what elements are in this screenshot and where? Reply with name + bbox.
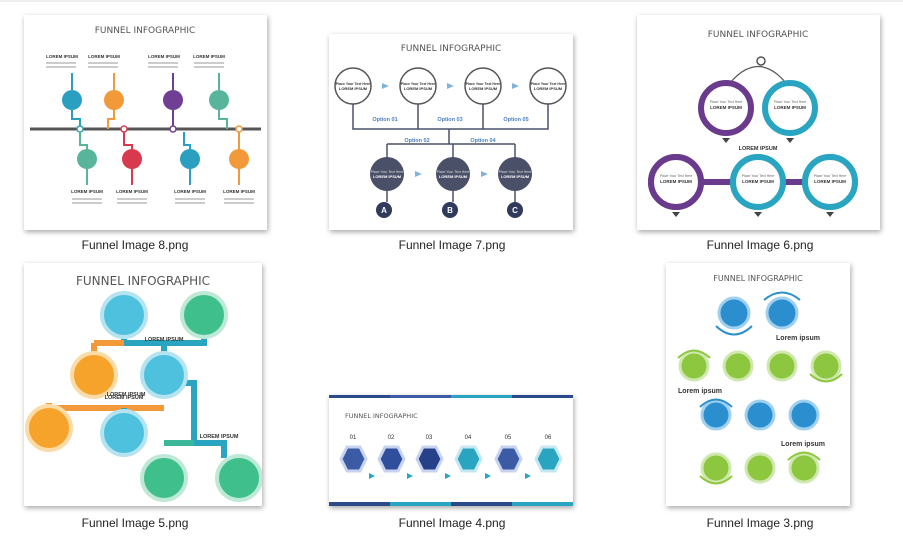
svg-text:Lorem ipsum: Lorem ipsum bbox=[781, 441, 825, 448]
svg-text:LOREM IPSUM: LOREM IPSUM bbox=[116, 189, 148, 194]
svg-text:C: C bbox=[512, 206, 518, 215]
file-item-funnel-image-7[interactable]: FUNNEL INFOGRAPHIC Place Your Text Here … bbox=[327, 0, 577, 260]
funnel-7-title: FUNNEL INFOGRAPHIC bbox=[401, 44, 502, 54]
svg-text:Place Your Text Here: Place Your Text Here bbox=[774, 100, 807, 104]
file-item-funnel-image-6[interactable]: FUNNEL INFOGRAPHIC LOREM IPSUM Place You… bbox=[635, 0, 885, 260]
svg-text:Place Your Text Here: Place Your Text Here bbox=[401, 82, 435, 86]
svg-text:Place Your Text Here: Place Your Text Here bbox=[710, 100, 743, 104]
svg-text:Option 04: Option 04 bbox=[470, 138, 496, 144]
svg-text:04: 04 bbox=[465, 435, 472, 441]
svg-text:LOREM IPSUM: LOREM IPSUM bbox=[742, 179, 774, 184]
file-name-label[interactable]: Funnel Image 5.png bbox=[81, 516, 189, 530]
svg-text:LOREM IPSUM: LOREM IPSUM bbox=[404, 86, 433, 91]
svg-text:LOREM IPSUM: LOREM IPSUM bbox=[660, 179, 692, 184]
svg-text:LOREM IPSUM: LOREM IPSUM bbox=[739, 146, 778, 152]
funnel-5-graphic: FUNNEL INFOGRAPHIC LOREM IPSUM LOREM IPS… bbox=[25, 274, 262, 502]
thumbnail-funnel-image-7[interactable]: FUNNEL INFOGRAPHIC Place Your Text Here … bbox=[329, 34, 573, 230]
handshake-icon bbox=[104, 90, 124, 110]
step-numbers: 01 02 03 04 05 06 bbox=[350, 435, 552, 441]
funnel-3-title: FUNNEL INFOGRAPHIC bbox=[713, 274, 803, 283]
funnel-7-graphic: FUNNEL INFOGRAPHIC Place Your Text Here … bbox=[334, 44, 567, 218]
svg-text:Place Your Text Here: Place Your Text Here bbox=[437, 170, 470, 174]
person-icon bbox=[229, 149, 249, 169]
svg-text:LOREM IPSUM: LOREM IPSUM bbox=[46, 54, 78, 59]
funnel-8-title: FUNNEL INFOGRAPHIC bbox=[95, 26, 196, 36]
svg-text:Option 05: Option 05 bbox=[503, 117, 528, 123]
funnel-3-graphic: FUNNEL INFOGRAPHIC Lorem ipsum Lorem ips… bbox=[677, 274, 843, 485]
file-name-label[interactable]: Funnel Image 4.png bbox=[398, 516, 506, 530]
svg-text:Place Your Text Here: Place Your Text Here bbox=[814, 174, 847, 178]
svg-text:Place Your Text Here: Place Your Text Here bbox=[336, 82, 370, 86]
svg-text:Lorem ipsum: Lorem ipsum bbox=[776, 335, 820, 342]
timeline-bottom-labels: LOREM IPSUM LOREM IPSUM LOREM IPSUM LORE… bbox=[71, 189, 255, 194]
file-item-funnel-image-8[interactable]: FUNNEL INFOGRAPHIC LOREM IPSUM LOREM IPS… bbox=[10, 0, 267, 260]
svg-text:LOREM IPSUM: LOREM IPSUM bbox=[469, 86, 498, 91]
file-item-funnel-image-5[interactable]: FUNNEL INFOGRAPHIC LOREM IPSUM LOREM IPS… bbox=[10, 262, 262, 542]
svg-text:LOREM IPSUM: LOREM IPSUM bbox=[534, 86, 563, 91]
svg-text:Place Your Text Here: Place Your Text Here bbox=[531, 82, 565, 86]
svg-text:LOREM IPSUM: LOREM IPSUM bbox=[774, 105, 806, 110]
file-name-label[interactable]: Funnel Image 3.png bbox=[706, 516, 814, 530]
svg-text:LOREM IPSUM: LOREM IPSUM bbox=[71, 189, 103, 194]
svg-text:02: 02 bbox=[388, 435, 395, 441]
presentation-icon bbox=[122, 149, 142, 169]
svg-text:LOREM IPSUM: LOREM IPSUM bbox=[200, 434, 239, 440]
svg-text:A: A bbox=[381, 206, 387, 215]
svg-text:LOREM IPSUM: LOREM IPSUM bbox=[148, 54, 180, 59]
svg-text:LOREM IPSUM: LOREM IPSUM bbox=[373, 174, 402, 179]
funnel-4-graphic: FUNNEL INFOGRAPHIC 01 02 03 04 05 06 bbox=[329, 395, 573, 506]
svg-text:Place Your Text Here: Place Your Text Here bbox=[499, 170, 532, 174]
svg-text:LOREM IPSUM: LOREM IPSUM bbox=[439, 174, 468, 179]
svg-text:LOREM IPSUM: LOREM IPSUM bbox=[193, 54, 225, 59]
mail-icon bbox=[62, 90, 82, 110]
file-name-label[interactable]: Funnel Image 8.png bbox=[81, 238, 189, 252]
thumbnail-funnel-image-3[interactable]: FUNNEL INFOGRAPHIC Lorem ipsum Lorem ips… bbox=[666, 263, 850, 506]
thumbnail-funnel-image-4[interactable]: FUNNEL INFOGRAPHIC 01 02 03 04 05 06 bbox=[329, 395, 573, 506]
funnel-6-title: FUNNEL INFOGRAPHIC bbox=[708, 30, 809, 40]
svg-text:Place Your Text Here: Place Your Text Here bbox=[660, 174, 693, 178]
funnel-6-graphic: FUNNEL INFOGRAPHIC LOREM IPSUM Place You… bbox=[648, 30, 858, 217]
timeline-top-labels: LOREM IPSUM LOREM IPSUM LOREM IPSUM LORE… bbox=[46, 54, 225, 59]
svg-text:05: 05 bbox=[505, 435, 512, 441]
thumbnail-funnel-image-5[interactable]: FUNNEL INFOGRAPHIC LOREM IPSUM LOREM IPS… bbox=[24, 263, 262, 506]
svg-text:Lorem ipsum: Lorem ipsum bbox=[678, 388, 722, 395]
svg-text:LOREM IPSUM: LOREM IPSUM bbox=[105, 395, 144, 401]
svg-text:LOREM IPSUM: LOREM IPSUM bbox=[174, 189, 206, 194]
window-top-border bbox=[0, 0, 903, 2]
funnel-4-title: FUNNEL INFOGRAPHIC bbox=[345, 412, 418, 420]
svg-text:LOREM IPSUM: LOREM IPSUM bbox=[223, 189, 255, 194]
svg-text:LOREM IPSUM: LOREM IPSUM bbox=[710, 105, 742, 110]
thumbnail-funnel-image-6[interactable]: FUNNEL INFOGRAPHIC LOREM IPSUM Place You… bbox=[637, 15, 880, 230]
svg-text:LOREM IPSUM: LOREM IPSUM bbox=[145, 337, 184, 343]
users-icon bbox=[209, 90, 229, 110]
funnel-5-title: FUNNEL INFOGRAPHIC bbox=[76, 274, 210, 288]
file-item-funnel-image-4[interactable]: FUNNEL INFOGRAPHIC 01 02 03 04 05 06 bbox=[327, 262, 577, 542]
file-item-funnel-image-3[interactable]: FUNNEL INFOGRAPHIC Lorem ipsum Lorem ips… bbox=[635, 262, 885, 542]
svg-text:Place Your Text Here: Place Your Text Here bbox=[371, 170, 404, 174]
svg-text:Place Your Text Here: Place Your Text Here bbox=[742, 174, 775, 178]
svg-text:LOREM IPSUM: LOREM IPSUM bbox=[107, 392, 146, 398]
svg-text:Option 03: Option 03 bbox=[437, 117, 462, 123]
svg-text:Place Your Text Here: Place Your Text Here bbox=[466, 82, 500, 86]
thumbnail-funnel-image-8[interactable]: FUNNEL INFOGRAPHIC LOREM IPSUM LOREM IPS… bbox=[24, 15, 267, 230]
svg-text:LOREM IPSUM: LOREM IPSUM bbox=[339, 86, 368, 91]
svg-text:Option 01: Option 01 bbox=[372, 117, 397, 123]
file-name-label[interactable]: Funnel Image 7.png bbox=[398, 238, 506, 252]
funnel-8-graphic: FUNNEL INFOGRAPHIC LOREM IPSUM LOREM IPS… bbox=[30, 26, 261, 204]
svg-text:LOREM IPSUM: LOREM IPSUM bbox=[88, 54, 120, 59]
svg-text:03: 03 bbox=[426, 435, 433, 441]
svg-text:LOREM IPSUM: LOREM IPSUM bbox=[814, 179, 846, 184]
file-name-label[interactable]: Funnel Image 6.png bbox=[706, 238, 814, 252]
svg-text:Option 02: Option 02 bbox=[404, 138, 429, 144]
svg-text:B: B bbox=[447, 206, 453, 215]
gears-icon bbox=[77, 149, 97, 169]
svg-text:LOREM IPSUM: LOREM IPSUM bbox=[501, 174, 530, 179]
svg-text:01: 01 bbox=[350, 435, 357, 441]
clock-icon bbox=[180, 149, 200, 169]
svg-text:06: 06 bbox=[545, 435, 552, 441]
briefcase-icon bbox=[163, 90, 183, 110]
